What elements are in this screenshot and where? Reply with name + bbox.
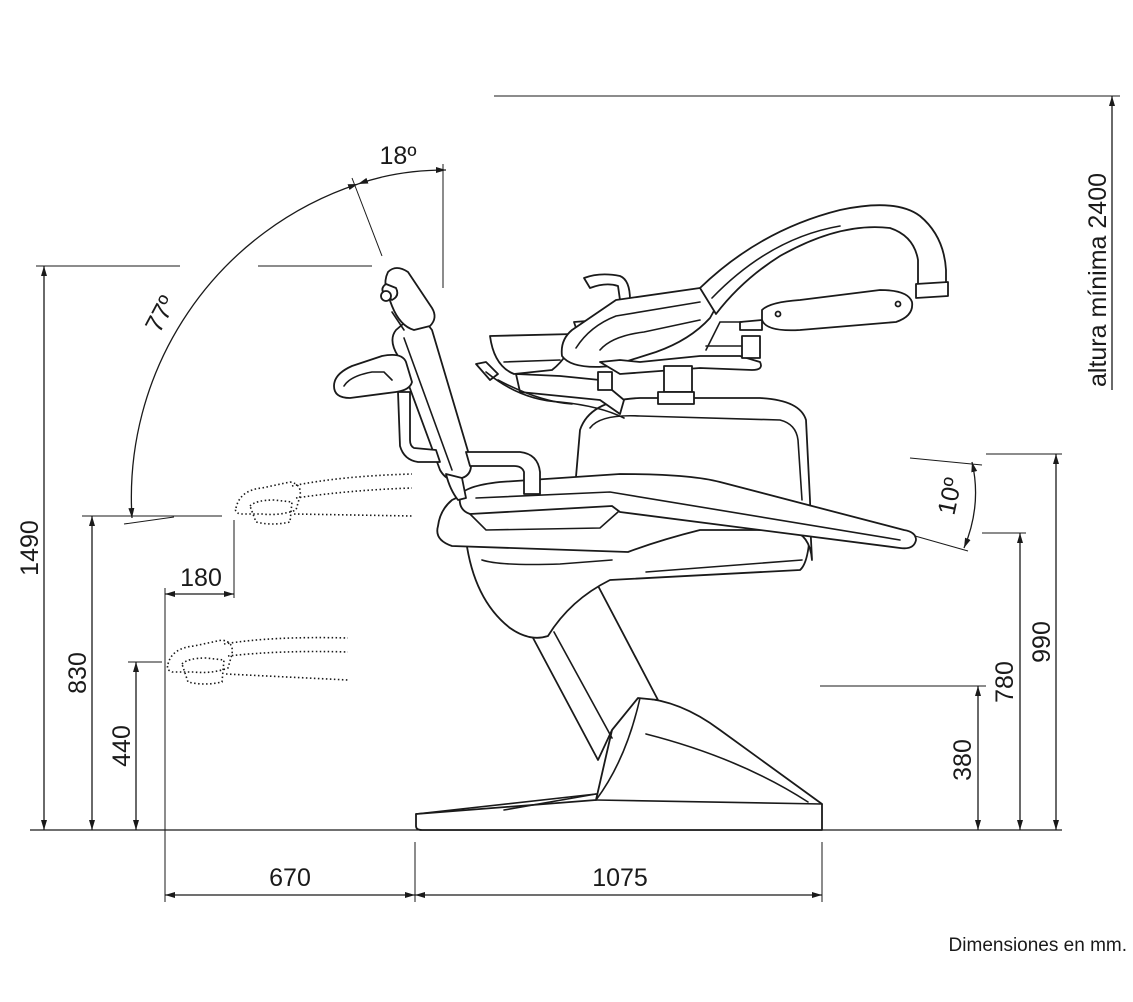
angle-backrest-recline: 77º (123, 183, 359, 525)
dimension-arm-height-min: 380 (820, 685, 986, 830)
chair-doctor-unit (560, 287, 762, 405)
label-legrest-tilt: 10º (933, 475, 968, 517)
dimension-depth-front: 670 (165, 842, 416, 902)
dimension-offset-horizontal: 180 (164, 520, 235, 902)
chair-backrest (391, 316, 472, 501)
label-headrest-tilt: 18º (380, 142, 417, 170)
label-arm-height-mid: 780 (991, 661, 1019, 703)
dimension-total-height: 1490 (16, 265, 180, 830)
dimension-base-length: 1075 (415, 842, 823, 902)
dimension-arm-height-max: 990 (986, 453, 1062, 830)
label-arm-height-max: 990 (1028, 621, 1056, 663)
units-footnote: Dimensiones en mm. (948, 935, 1127, 956)
label-total-height: 1490 (16, 520, 44, 576)
label-backrest-height: 830 (64, 652, 92, 694)
dimension-seat-height: 440 (108, 661, 162, 830)
label-base-length: 1075 (592, 864, 648, 892)
label-backrest-recline: 77º (140, 291, 182, 337)
headrest-ghost-lower (166, 636, 349, 685)
label-depth-front: 670 (269, 864, 311, 892)
chair-seat-legrest (458, 473, 917, 550)
dimension-min-ceiling-height: altura mínima 2400 (494, 95, 1120, 390)
dimension-arm-height-mid: 780 (982, 532, 1026, 830)
label-offset-horizontal: 180 (180, 564, 222, 592)
label-seat-height: 440 (108, 725, 136, 767)
headrest-ghost-upper (234, 473, 413, 525)
chair-operating-light (705, 289, 914, 351)
chair-light-arm (699, 204, 949, 315)
angle-headrest-tilt: 18º (351, 142, 447, 288)
label-min-ceiling-height: altura mínima 2400 (1084, 173, 1112, 387)
label-arm-height-min: 380 (949, 739, 977, 781)
chair-headrest (380, 267, 436, 331)
angle-legrest-tilt: 10º (907, 457, 983, 552)
chair-armrest (333, 353, 541, 495)
